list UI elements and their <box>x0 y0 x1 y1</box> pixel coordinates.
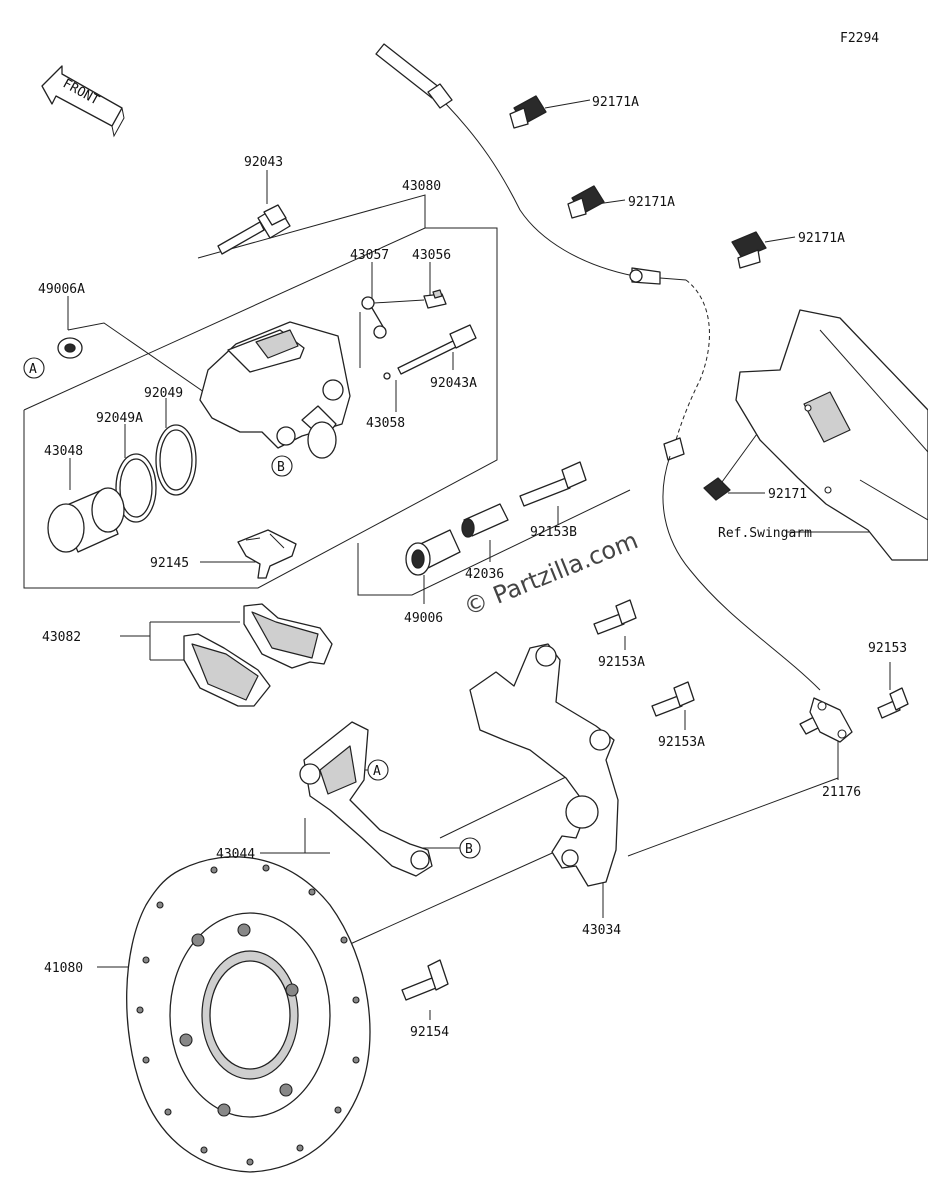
part-92153A-bolt-lower <box>651 681 695 717</box>
part-92171A-clip-1 <box>509 95 547 129</box>
part-92049A-seal <box>115 453 157 523</box>
label-21176: 21176 <box>822 785 861 800</box>
label-42036: 42036 <box>465 567 504 582</box>
swingarm-reference <box>735 309 928 561</box>
callout-a-left-letter: A <box>29 362 37 377</box>
label-43057: 43057 <box>350 248 389 263</box>
part-43057-bracket <box>361 296 425 339</box>
label-92153B: 92153B <box>530 525 577 540</box>
callout-b-caliper: B <box>271 455 293 477</box>
part-92171A-clip-3 <box>731 231 767 269</box>
part-49006A-boot <box>57 337 83 359</box>
label-92043: 92043 <box>244 155 283 170</box>
part-92153-bolt <box>877 687 909 719</box>
label-92154: 92154 <box>410 1025 449 1040</box>
front-arrow-badge: FRONT <box>41 65 125 138</box>
part-92043A-pin <box>397 324 477 375</box>
part-92153B-bolt <box>519 461 587 507</box>
part-92171-clip <box>703 477 731 501</box>
label-92171: 92171 <box>768 487 807 502</box>
label-43082: 43082 <box>42 630 81 645</box>
part-43058-o-ring <box>383 372 391 380</box>
label-92171A-1: 92171A <box>592 95 639 110</box>
part-92049-seal <box>155 424 197 496</box>
part-92145-spring <box>237 529 297 579</box>
label-92049A: 92049A <box>96 411 143 426</box>
part-92043-bolt <box>217 204 291 255</box>
part-42036-sleeve <box>461 503 509 538</box>
caliper-body <box>199 321 351 459</box>
label-92153A-2: 92153A <box>658 735 705 750</box>
label-49006: 49006 <box>404 611 443 626</box>
label-43056: 43056 <box>412 248 451 263</box>
label-92171A-2: 92171A <box>628 195 675 210</box>
callout-b-caliper-letter: B <box>277 460 285 475</box>
label-92049: 92049 <box>144 386 183 401</box>
part-92171A-clip-2 <box>567 185 605 219</box>
caliper-assembly-frame <box>23 194 631 596</box>
callout-a-bracket-letter: A <box>373 764 381 779</box>
label-92171A-3: 92171A <box>798 231 845 246</box>
figure-code: F2294 <box>840 31 879 46</box>
callout-a-left: A <box>23 357 45 379</box>
part-43034-bracket <box>469 643 619 887</box>
part-92153A-bolt-upper <box>593 599 637 635</box>
part-labels: 92043 43080 43057 43056 49006A 92043A 43… <box>38 95 907 1040</box>
part-43056-bleed-valve <box>423 289 447 309</box>
part-49006-boot <box>405 529 461 576</box>
leader-lines <box>67 99 891 1020</box>
label-49006A: 49006A <box>38 282 85 297</box>
label-92153: 92153 <box>868 641 907 656</box>
label-43048: 43048 <box>44 444 83 459</box>
label-43034: 43034 <box>582 923 621 938</box>
part-43048-piston <box>47 487 125 553</box>
label-43080: 43080 <box>402 179 441 194</box>
label-43058: 43058 <box>366 416 405 431</box>
label-92145: 92145 <box>150 556 189 571</box>
part-92154-bolt <box>401 959 449 1001</box>
callout-a-bracket: A <box>367 759 389 781</box>
callout-b-bracket-letter: B <box>465 842 473 857</box>
label-ref-swingarm: Ref.Swingarm <box>718 526 812 541</box>
part-43044-bracket <box>299 721 433 877</box>
label-41080: 41080 <box>44 961 83 976</box>
part-41080-disc <box>126 856 371 1173</box>
part-21176-sensor <box>375 43 853 743</box>
label-92043A: 92043A <box>430 376 477 391</box>
callout-b-bracket: B <box>459 837 481 859</box>
label-43044: 43044 <box>216 847 255 862</box>
label-92153A-1: 92153A <box>598 655 645 670</box>
part-43082-pads <box>183 603 333 707</box>
